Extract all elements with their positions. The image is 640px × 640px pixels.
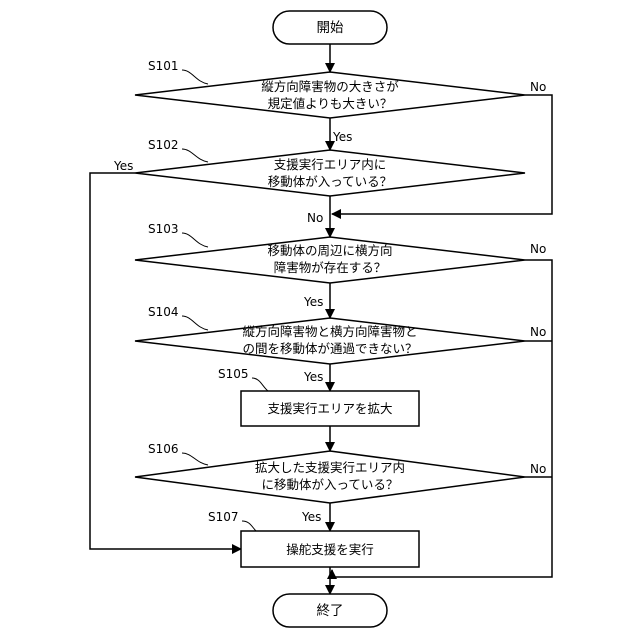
leader-s105 — [252, 378, 268, 391]
decision-s104-line2: の間を移動体が通過できない？ — [242, 341, 417, 356]
decision-s103-line2: 障害物が存在する？ — [274, 260, 387, 275]
s103-no-label: No — [530, 242, 546, 256]
s102-no-label: No — [307, 211, 323, 225]
s106-no-label: No — [530, 462, 546, 476]
s106-yes-label: Yes — [301, 510, 321, 524]
step-id-s101: S101 — [148, 59, 179, 73]
leader-s104 — [182, 316, 208, 330]
s102-yes-label: Yes — [113, 159, 133, 173]
step-id-s103: S103 — [148, 222, 179, 236]
decision-s106-line2: に移動体が入っている？ — [262, 477, 399, 492]
leader-s106 — [182, 453, 208, 465]
decision-s101-line2: 規定値よりも大きい？ — [268, 96, 393, 111]
decision-s103-line1: 移動体の周辺に横方向 — [267, 243, 392, 258]
process-s105-text: 支援実行エリアを拡大 — [267, 401, 392, 416]
step-id-s102: S102 — [148, 138, 179, 152]
s101-yes-label: Yes — [332, 130, 352, 144]
leader-s107 — [242, 521, 256, 531]
decision-s101-line1: 縦方向障害物の大きさが — [261, 79, 399, 94]
decision-s104-line1: 縦方向障害物と横方向障害物と — [242, 324, 417, 339]
leader-s102 — [182, 149, 208, 162]
start-label: 開始 — [317, 20, 344, 36]
s103-yes-label: Yes — [303, 295, 323, 309]
decision-s106-line1: 拡大した支援実行エリア内 — [255, 460, 405, 475]
leader-s101 — [182, 70, 208, 84]
step-id-s107: S107 — [208, 510, 239, 524]
step-id-s104: S104 — [148, 305, 179, 319]
decision-s102-line2: 移動体が入っている？ — [268, 174, 392, 189]
s101-no-label: No — [530, 80, 546, 94]
end-label: 終了 — [317, 603, 344, 619]
step-id-s105: S105 — [218, 367, 249, 381]
s104-yes-label: Yes — [303, 370, 323, 384]
step-id-s106: S106 — [148, 442, 179, 456]
s104-no-label: No — [530, 325, 546, 339]
decision-s102-line1: 支援実行エリア内に — [274, 157, 387, 172]
process-s107-text: 操舵支援を実行 — [286, 542, 374, 557]
leader-s103 — [182, 233, 208, 247]
